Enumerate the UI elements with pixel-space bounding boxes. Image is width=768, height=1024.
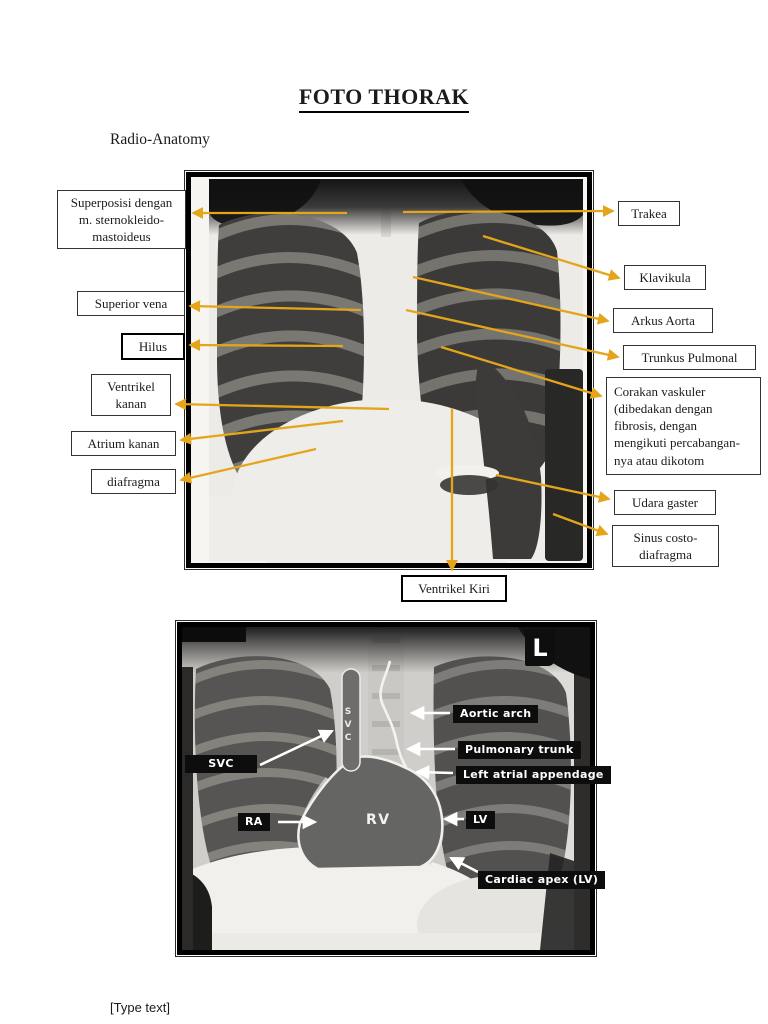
page-title-text: FOTO THORAK xyxy=(298,84,470,113)
label-svc: SVC xyxy=(185,755,257,773)
label-lv: LV xyxy=(466,811,495,829)
label-klavikula: Klavikula xyxy=(624,265,706,291)
section-subtitle: Radio-Anatomy xyxy=(110,131,210,148)
label-arkus-aorta: Arkus Aorta xyxy=(613,308,713,334)
label-ra: RA xyxy=(238,813,270,831)
label-udara-gaster: Udara gaster xyxy=(614,490,716,516)
label-sinus-costodiafragma: Sinus costo- diafragma xyxy=(612,525,719,568)
label-pulmonary-trunk: Pulmonary trunk xyxy=(458,741,581,759)
label-ventrikel-kiri: Ventrikel Kiri xyxy=(401,575,507,603)
chest-xray-photo-1 xyxy=(191,177,587,563)
label-hilus: Hilus xyxy=(121,333,185,361)
label-superior-vena: Superior vena xyxy=(77,291,185,317)
label-corakan-vaskuler: Corakan vaskuler (dibedakan dengan fibro… xyxy=(606,377,761,475)
xray-figure-2 xyxy=(175,620,597,957)
footer-placeholder: [Type text] xyxy=(110,1000,170,1015)
orientation-marker-L: L xyxy=(525,629,555,666)
label-trakea: Trakea xyxy=(618,201,680,227)
label-superposisi-sternokleidomastoideus: Superposisi dengan m. sternokleido- mast… xyxy=(57,190,186,250)
label-left-atrial-appendage: Left atrial appendage xyxy=(456,766,611,784)
label-atrium-kanan: Atrium kanan xyxy=(71,431,176,457)
label-ventrikel-kanan: Ventrikel kanan xyxy=(91,374,171,417)
label-rv: RV xyxy=(366,812,391,828)
label-diafragma: diafragma xyxy=(91,469,176,495)
page-title: FOTO THORAK xyxy=(0,84,768,113)
xray-figure-1 xyxy=(184,170,594,570)
label-trunkus-pulmonal: Trunkus Pulmonal xyxy=(623,345,756,371)
chest-xray-photo-2 xyxy=(182,627,590,950)
label-cardiac-apex: Cardiac apex (LV) xyxy=(478,871,606,889)
label-aortic-arch: Aortic arch xyxy=(453,705,539,723)
svc-vessel-text: SVC xyxy=(343,707,353,746)
